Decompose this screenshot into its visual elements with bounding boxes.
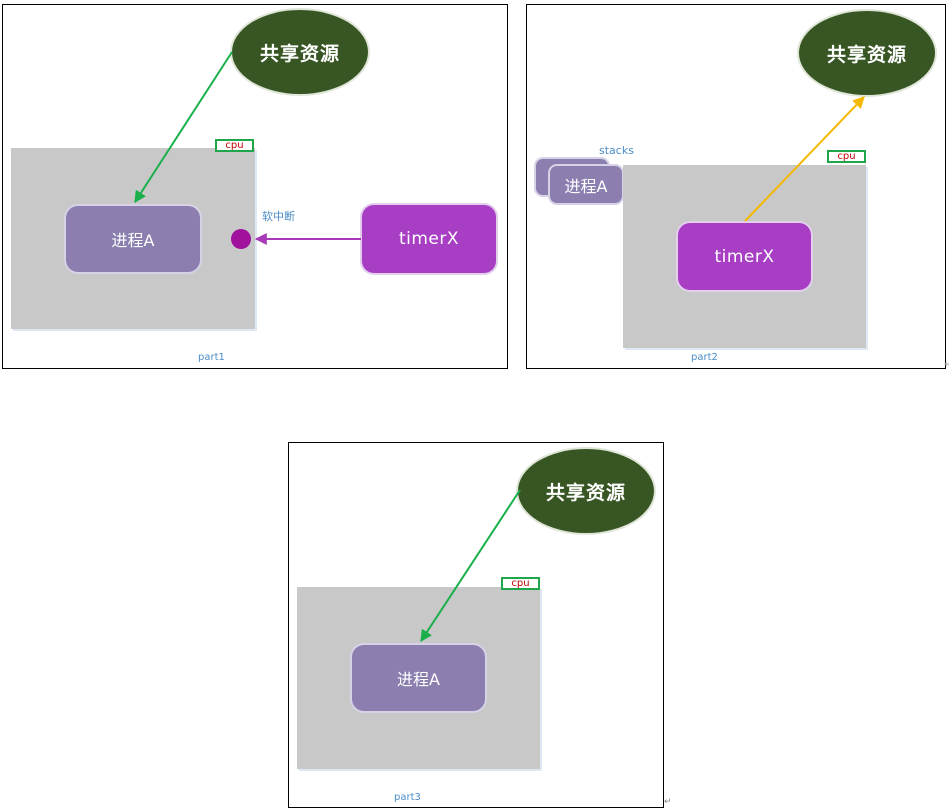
stacks-label: stacks [599, 144, 634, 157]
soft-irq-label: 软中断 [262, 210, 295, 223]
arrow-resource-to-process-part1 [134, 51, 233, 204]
timerx-part2: timerX [678, 223, 811, 290]
paragraph-mark-1: ↵ [944, 360, 949, 370]
arrow-resource-to-process-part3 [420, 489, 521, 643]
cpu-label-part1: cpu [215, 139, 254, 152]
part3-label: part3 [394, 792, 421, 803]
shared-resource-part3: 共享资源 [518, 449, 654, 533]
part1-label: part1 [198, 352, 225, 363]
process-a-part1: 进程A [66, 206, 200, 272]
part2-label: part2 [691, 352, 718, 363]
arrow-timer-to-resource-part2 [744, 96, 865, 222]
stack-process-a: 进程A [550, 166, 622, 203]
soft-irq-dot [231, 229, 251, 249]
cpu-label-part3: cpu [501, 577, 540, 590]
timerx-part1: timerX [362, 205, 496, 273]
process-a-part3: 进程A [352, 645, 485, 711]
cpu-label-part2: cpu [827, 150, 866, 163]
paragraph-mark-2: ↵ [664, 797, 672, 807]
shared-resource-part2: 共享资源 [799, 11, 935, 95]
shared-resource-part1: 共享资源 [232, 10, 368, 94]
